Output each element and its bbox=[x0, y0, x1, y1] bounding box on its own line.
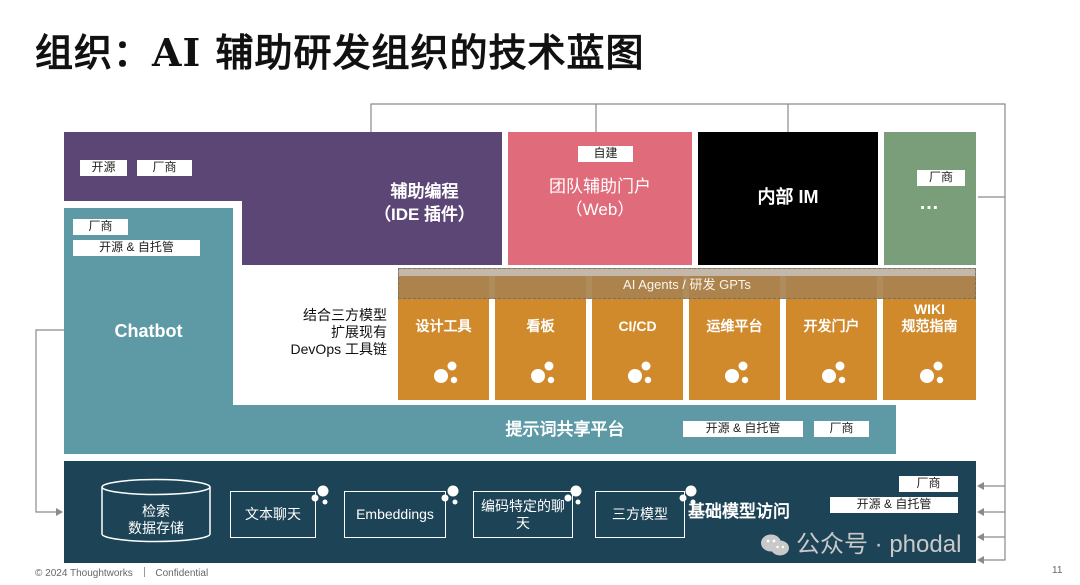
tool-kanban-label: 看板 bbox=[526, 318, 555, 334]
database-icon bbox=[101, 478, 211, 543]
portal-subtitle: （Web） bbox=[565, 200, 635, 219]
chatbot-tag-open-source: 开源 & 自托管 bbox=[73, 240, 200, 256]
model-box-label: Embeddings bbox=[356, 506, 434, 522]
database-label-line-2: 数据存储 bbox=[128, 520, 184, 536]
bubbles-icon bbox=[530, 361, 554, 384]
watermark: 公众号 · phodal bbox=[760, 530, 1060, 560]
dots-icon bbox=[679, 485, 697, 505]
ai-agents-bar-top bbox=[399, 269, 975, 276]
tool-cicd-label: CI/CD bbox=[618, 318, 657, 334]
ai-agents-bar: AI Agents / 研发 GPTs bbox=[398, 268, 976, 299]
dots-icon bbox=[441, 485, 459, 505]
database-label-line-1: 检索 bbox=[142, 503, 170, 519]
model-box-coding-chat: 编码特定的聊天 bbox=[473, 491, 573, 538]
page-title: 组织：AI 辅助研发组织的技术蓝图 bbox=[35, 30, 645, 75]
ide-subtitle: （IDE 插件） bbox=[373, 205, 476, 224]
tool-wiki-label-2: 规范指南 bbox=[901, 318, 958, 334]
model-box-label: 编码特定的聊天 bbox=[481, 497, 565, 531]
bubbles-icon bbox=[724, 361, 748, 384]
portal-title: 团队辅助门户 bbox=[549, 177, 651, 196]
footer-divider bbox=[143, 567, 145, 577]
im-title: 内部 IM bbox=[757, 187, 819, 207]
more-tag-vendor: 厂商 bbox=[917, 170, 965, 186]
devops-line-3: DevOps 工具链 bbox=[290, 341, 387, 357]
page-number: 11 bbox=[1052, 565, 1063, 576]
bubbles-icon bbox=[433, 361, 457, 384]
devops-description: 结合三方模型 扩展现有 DevOps 工具链 bbox=[262, 307, 387, 358]
internal-im-block: 内部 IM bbox=[698, 132, 878, 265]
model-box-third-party: 三方模型 bbox=[595, 491, 685, 538]
foundation-title: 基础模型访问 bbox=[688, 502, 790, 521]
dots-icon bbox=[564, 485, 582, 505]
tool-dev-portal-label: 开发门户 bbox=[803, 318, 860, 334]
foundation-tag-vendor: 厂商 bbox=[899, 476, 958, 492]
model-box-label: 文本聊天 bbox=[245, 506, 301, 522]
wechat-icon bbox=[761, 534, 789, 556]
chatbot-tag-vendor: 厂商 bbox=[73, 219, 128, 235]
team-portal-block: 自建 团队辅助门户 （Web） bbox=[508, 132, 692, 265]
devops-line-2: 扩展现有 bbox=[331, 324, 387, 340]
dots-icon bbox=[311, 485, 329, 505]
prompt-tag-vendor: 厂商 bbox=[814, 421, 869, 437]
ai-agents-label: AI Agents / 研发 GPTs bbox=[623, 277, 751, 292]
model-box-text-chat: 文本聊天 bbox=[230, 491, 316, 538]
prompt-platform-title: 提示词共享平台 bbox=[505, 420, 625, 439]
tool-design-label: 设计工具 bbox=[415, 318, 472, 334]
prompt-tag-open-source: 开源 & 自托管 bbox=[683, 421, 803, 437]
ide-tag-open-source: 开源 bbox=[80, 160, 127, 176]
portal-tag-self-built: 自建 bbox=[578, 146, 633, 162]
foundation-tag-open-source: 开源 & 自托管 bbox=[830, 497, 958, 513]
bubbles-icon bbox=[627, 361, 651, 384]
watermark-text: 公众号 · phodal bbox=[796, 531, 962, 558]
foundation-block bbox=[64, 461, 976, 563]
bubbles-icon bbox=[919, 361, 943, 384]
bubbles-icon bbox=[821, 361, 845, 384]
ide-tag-vendor: 厂商 bbox=[137, 160, 192, 176]
chatbot-title: Chatbot bbox=[114, 321, 183, 341]
more-block: 厂商 … bbox=[884, 132, 976, 265]
tool-wiki-label: WIKI bbox=[913, 301, 946, 317]
more-ellipsis: … bbox=[919, 192, 939, 214]
model-box-label: 三方模型 bbox=[612, 506, 668, 522]
footer-copyright: © 2024 Thoughtworks bbox=[35, 568, 133, 579]
tool-ops-label: 运维平台 bbox=[706, 318, 763, 334]
footer: © 2024 Thoughtworks Confidential bbox=[35, 567, 208, 579]
model-box-embeddings: Embeddings bbox=[344, 491, 446, 538]
footer-confidential: Confidential bbox=[155, 568, 209, 579]
chatbot-block-shape bbox=[64, 208, 896, 454]
database-label: 检索 数据存储 bbox=[100, 503, 212, 537]
ide-title: 辅助编程 bbox=[390, 182, 459, 201]
devops-line-1: 结合三方模型 bbox=[303, 307, 387, 323]
